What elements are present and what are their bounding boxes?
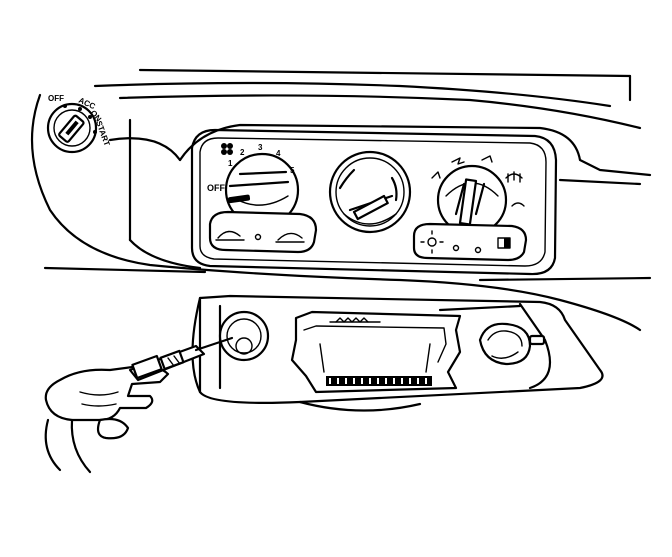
hand-with-tool <box>44 336 234 474</box>
fan-speed-2-label: 2 <box>240 148 245 157</box>
dashboard-top <box>30 68 652 332</box>
ignition-start-label: START <box>94 120 111 148</box>
mode-knob <box>431 155 525 236</box>
lighter-socket <box>218 310 270 362</box>
fan-icon <box>221 143 233 155</box>
ashtray-ridges <box>326 376 432 386</box>
fan-speed-off-label: OFF <box>207 183 225 193</box>
vent-mode-icon <box>431 155 493 179</box>
power-outlet-cap <box>478 322 546 366</box>
fan-speed-1-label: 1 <box>228 159 233 168</box>
ignition-off-label: OFF <box>48 94 64 103</box>
fan-speed-4-label: 4 <box>276 149 281 158</box>
mode-button-pad <box>412 222 528 262</box>
console-housing <box>191 294 604 412</box>
recirculation-icon <box>497 237 511 249</box>
fan-speed-knob: OFF 1 2 3 4 5 <box>207 143 300 228</box>
temperature-knob <box>328 150 412 234</box>
ashtray-mechanism <box>290 310 462 394</box>
ignition-switch: OFF ACC ON START <box>46 94 112 154</box>
fan-speed-3-label: 3 <box>258 143 263 152</box>
hvac-panel <box>190 128 558 276</box>
spring <box>329 317 381 323</box>
ac-icon <box>420 230 444 254</box>
fan-speed-5-label: 5 <box>290 166 295 175</box>
defrost-icon <box>505 171 525 207</box>
fan-button-pad <box>208 210 318 254</box>
test-probe-tool <box>128 336 234 382</box>
